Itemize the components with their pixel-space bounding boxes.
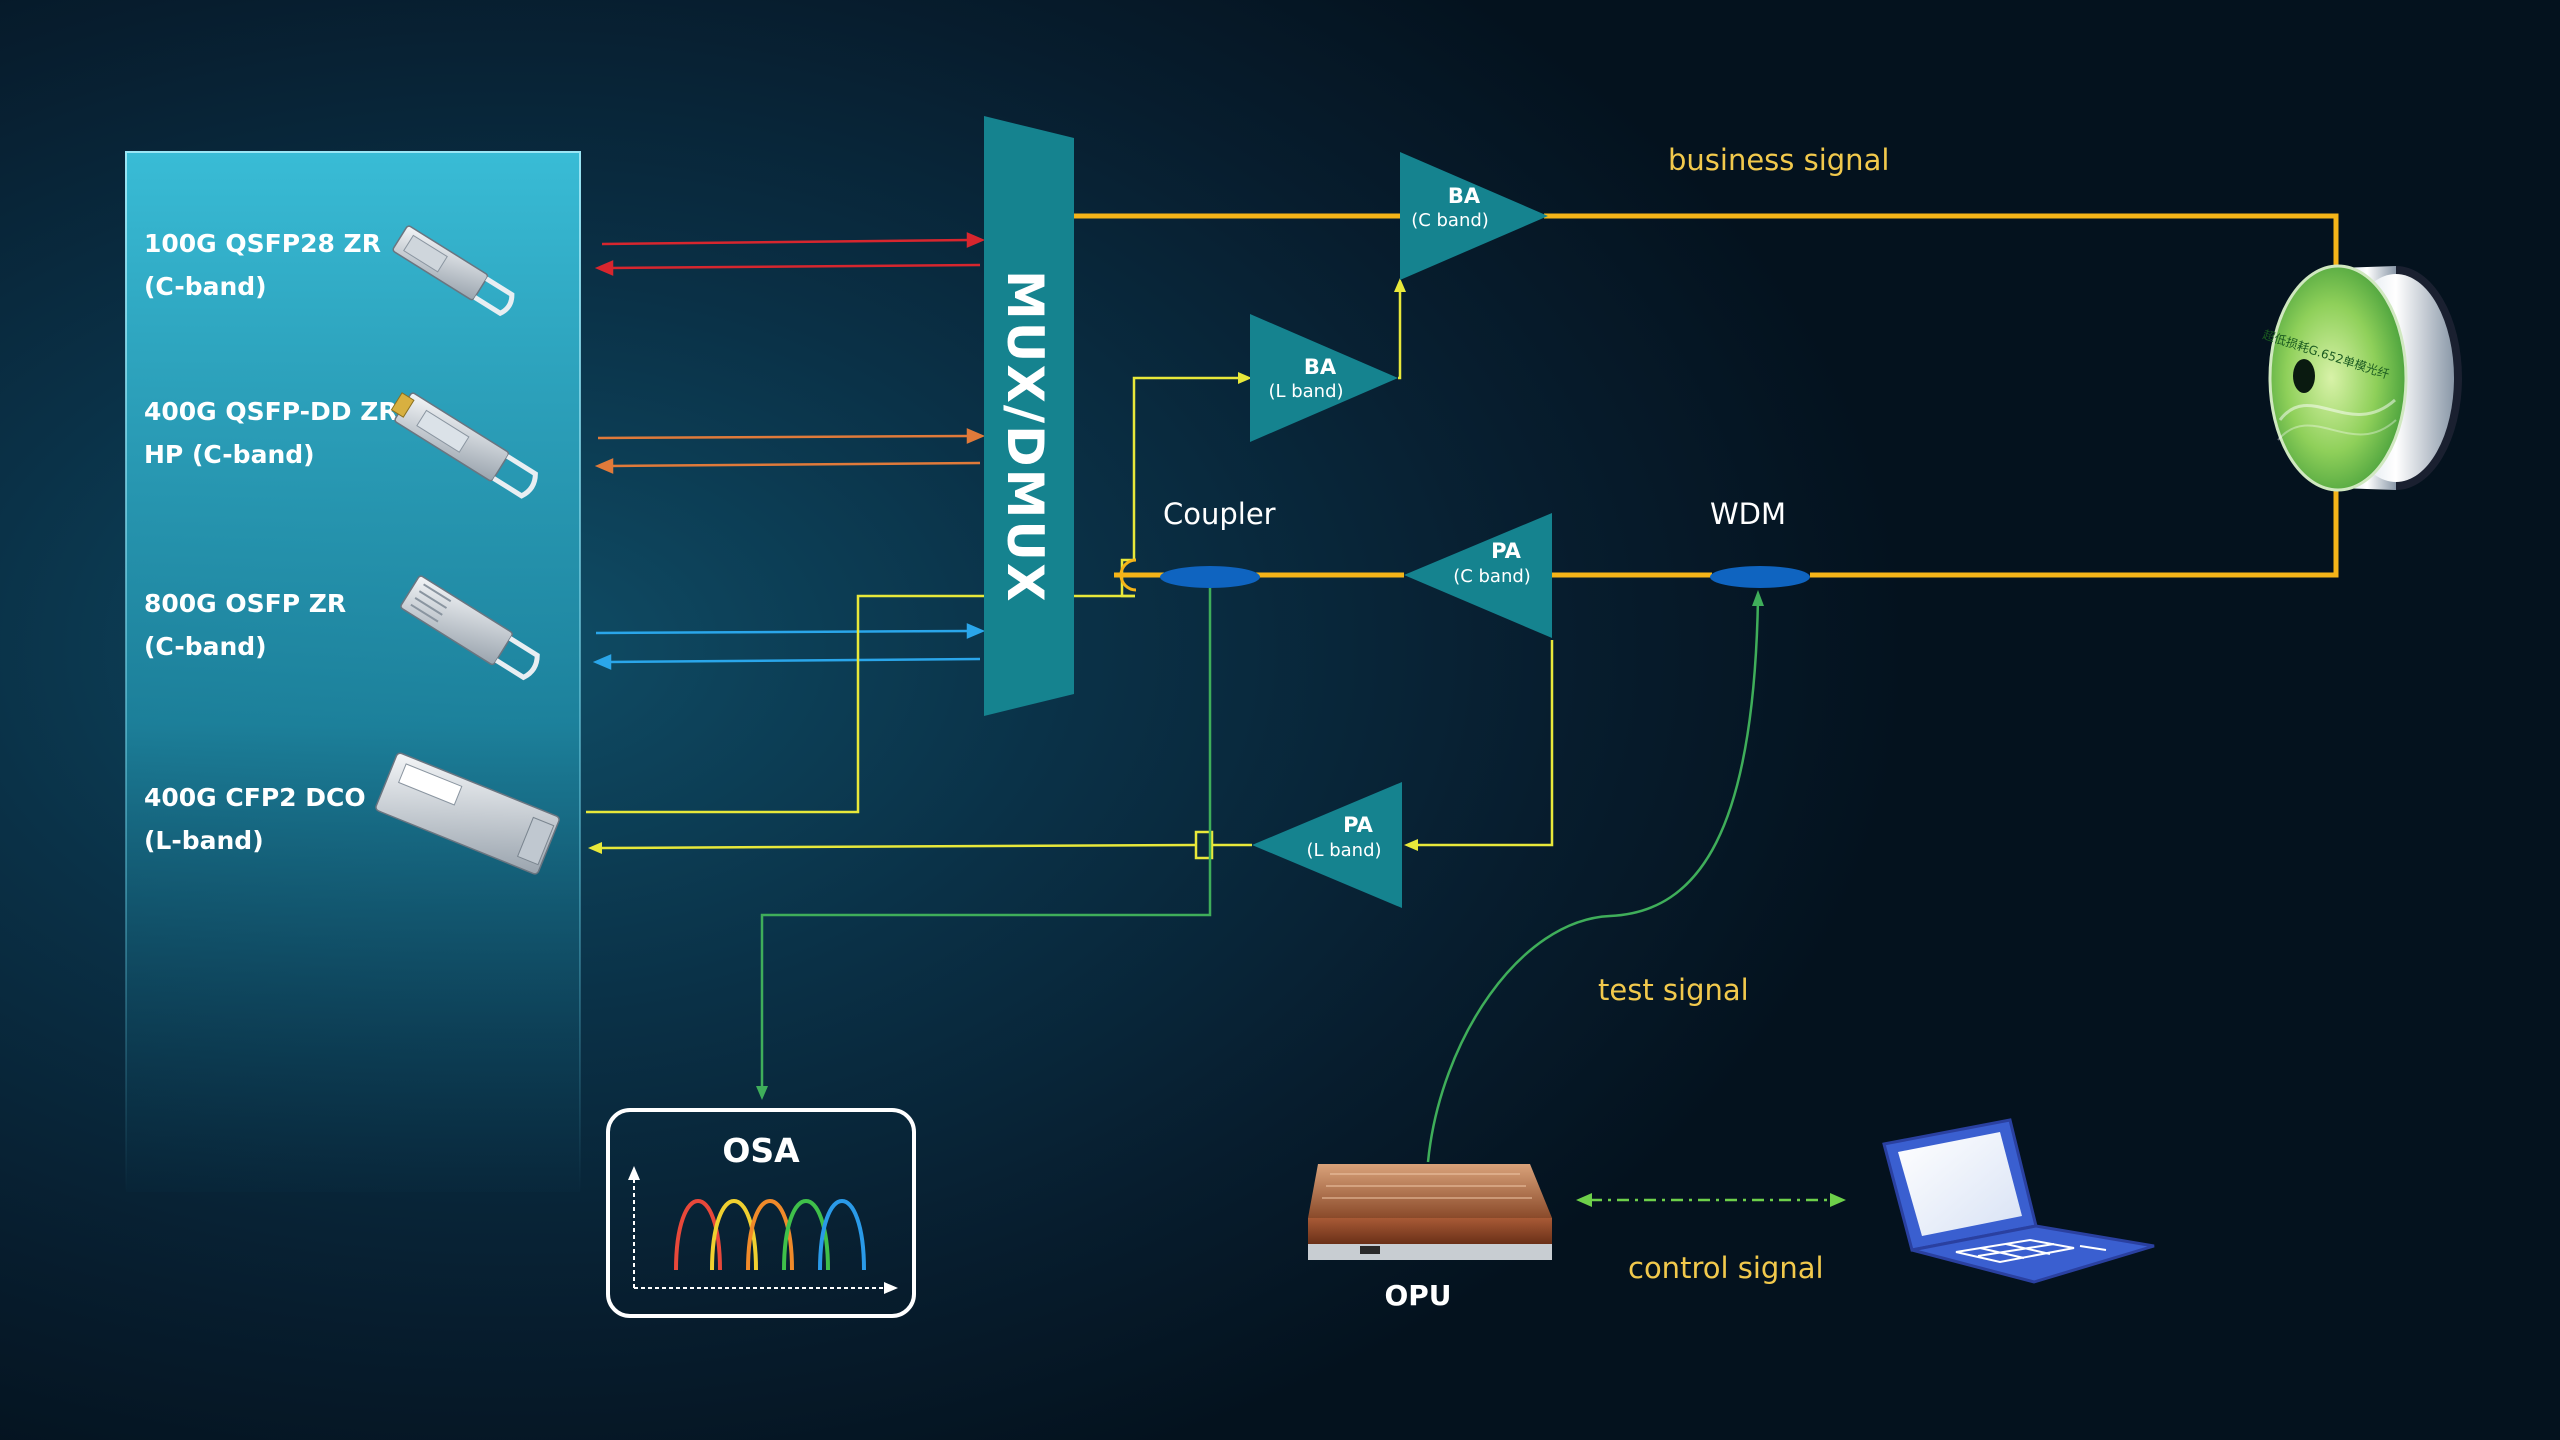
qsfp28-module-image (392, 225, 515, 317)
osa-spectrum (674, 1199, 866, 1271)
wdm-label: WDM (1710, 497, 1786, 531)
link-800g (592, 623, 986, 670)
svg-text:BA: BA (1448, 184, 1481, 208)
pa-l-band-amplifier: PA (L band) (1252, 782, 1402, 908)
wdm-element (1710, 566, 1810, 588)
test-path-arrowheads (756, 590, 1764, 1100)
osa-box: OSA (606, 1108, 916, 1318)
svg-text:(C band): (C band) (1411, 210, 1489, 231)
transceiver-panel (125, 151, 581, 1193)
osa-axes (633, 1176, 890, 1289)
osa-spectrum-curve (710, 1199, 758, 1271)
svg-text:100G QSFP28 ZR: 100G QSFP28 ZR (144, 229, 381, 258)
main-fiber (1074, 213, 2339, 578)
control-signal-label: control signal (1628, 1251, 1824, 1285)
module-400g-cfp2-label: 400G CFP2 DCO (L-band) (144, 783, 366, 855)
svg-text:(L band): (L band) (1268, 381, 1343, 402)
osa-spectrum-curve (674, 1199, 722, 1271)
business-signal-label: business signal (1668, 143, 1889, 177)
svg-text:HP (C-band): HP (C-band) (144, 440, 315, 469)
test-signal-label: test signal (1598, 973, 1749, 1007)
coupler-jump (1119, 558, 1137, 592)
link-100g (594, 232, 986, 276)
qsfp-dd-module-image (390, 392, 538, 499)
svg-text:PA: PA (1343, 813, 1373, 837)
svg-text:400G QSFP-DD ZR+: 400G QSFP-DD ZR+ (144, 397, 419, 426)
mux-dmux-label: MUX/DMUX (996, 270, 1054, 604)
module-800g-label: 800G OSFP ZR (C-band) (144, 589, 346, 661)
coupler-label: Coupler (1163, 497, 1276, 531)
svg-text:OSA: OSA (722, 1131, 800, 1170)
osa-spectrum-curve (818, 1199, 866, 1271)
coupler-element (1160, 566, 1260, 588)
svg-text:(C-band): (C-band) (144, 632, 267, 661)
svg-text:400G CFP2 DCO: 400G CFP2 DCO (144, 783, 366, 812)
laptop-icon (1882, 1118, 2155, 1284)
cfp2-module-image (375, 752, 560, 875)
svg-text:BA: BA (1304, 355, 1337, 379)
osfp-module-image (400, 575, 540, 681)
l-band-arrowheads (588, 278, 1418, 854)
opu-label: OPU (1384, 1279, 1451, 1312)
test-signal-path (760, 582, 1760, 1163)
opu-device-image (1308, 1164, 1552, 1260)
mux-dmux-block (984, 116, 1074, 716)
svg-text:(L band): (L band) (1306, 840, 1381, 861)
osa-spectrum-curve (746, 1199, 794, 1271)
pa-c-band-amplifier: PA (C band) (1404, 513, 1552, 638)
svg-text:800G OSFP ZR: 800G OSFP ZR (144, 589, 346, 618)
module-400g-qsfp-label: 400G QSFP-DD ZR+ HP (C-band) (144, 397, 419, 469)
module-100g-label: 100G QSFP28 ZR (C-band) (144, 229, 381, 301)
ba-c-band-amplifier: BA (C band) (1400, 152, 1548, 280)
svg-text:PA: PA (1491, 539, 1521, 563)
ba-l-band-amplifier: BA (L band) (1250, 314, 1398, 442)
svg-text:(L-band): (L-band) (144, 826, 264, 855)
svg-text:(C-band): (C-band) (144, 272, 267, 301)
svg-text:(C band): (C band) (1453, 566, 1531, 587)
link-400g-qsfp (594, 428, 986, 474)
control-signal-arrow (1576, 1193, 1846, 1207)
osa-spectrum-curve (782, 1199, 830, 1271)
fiber-spool-image: 超低损耗G.652单模光纤 (2261, 264, 2462, 492)
